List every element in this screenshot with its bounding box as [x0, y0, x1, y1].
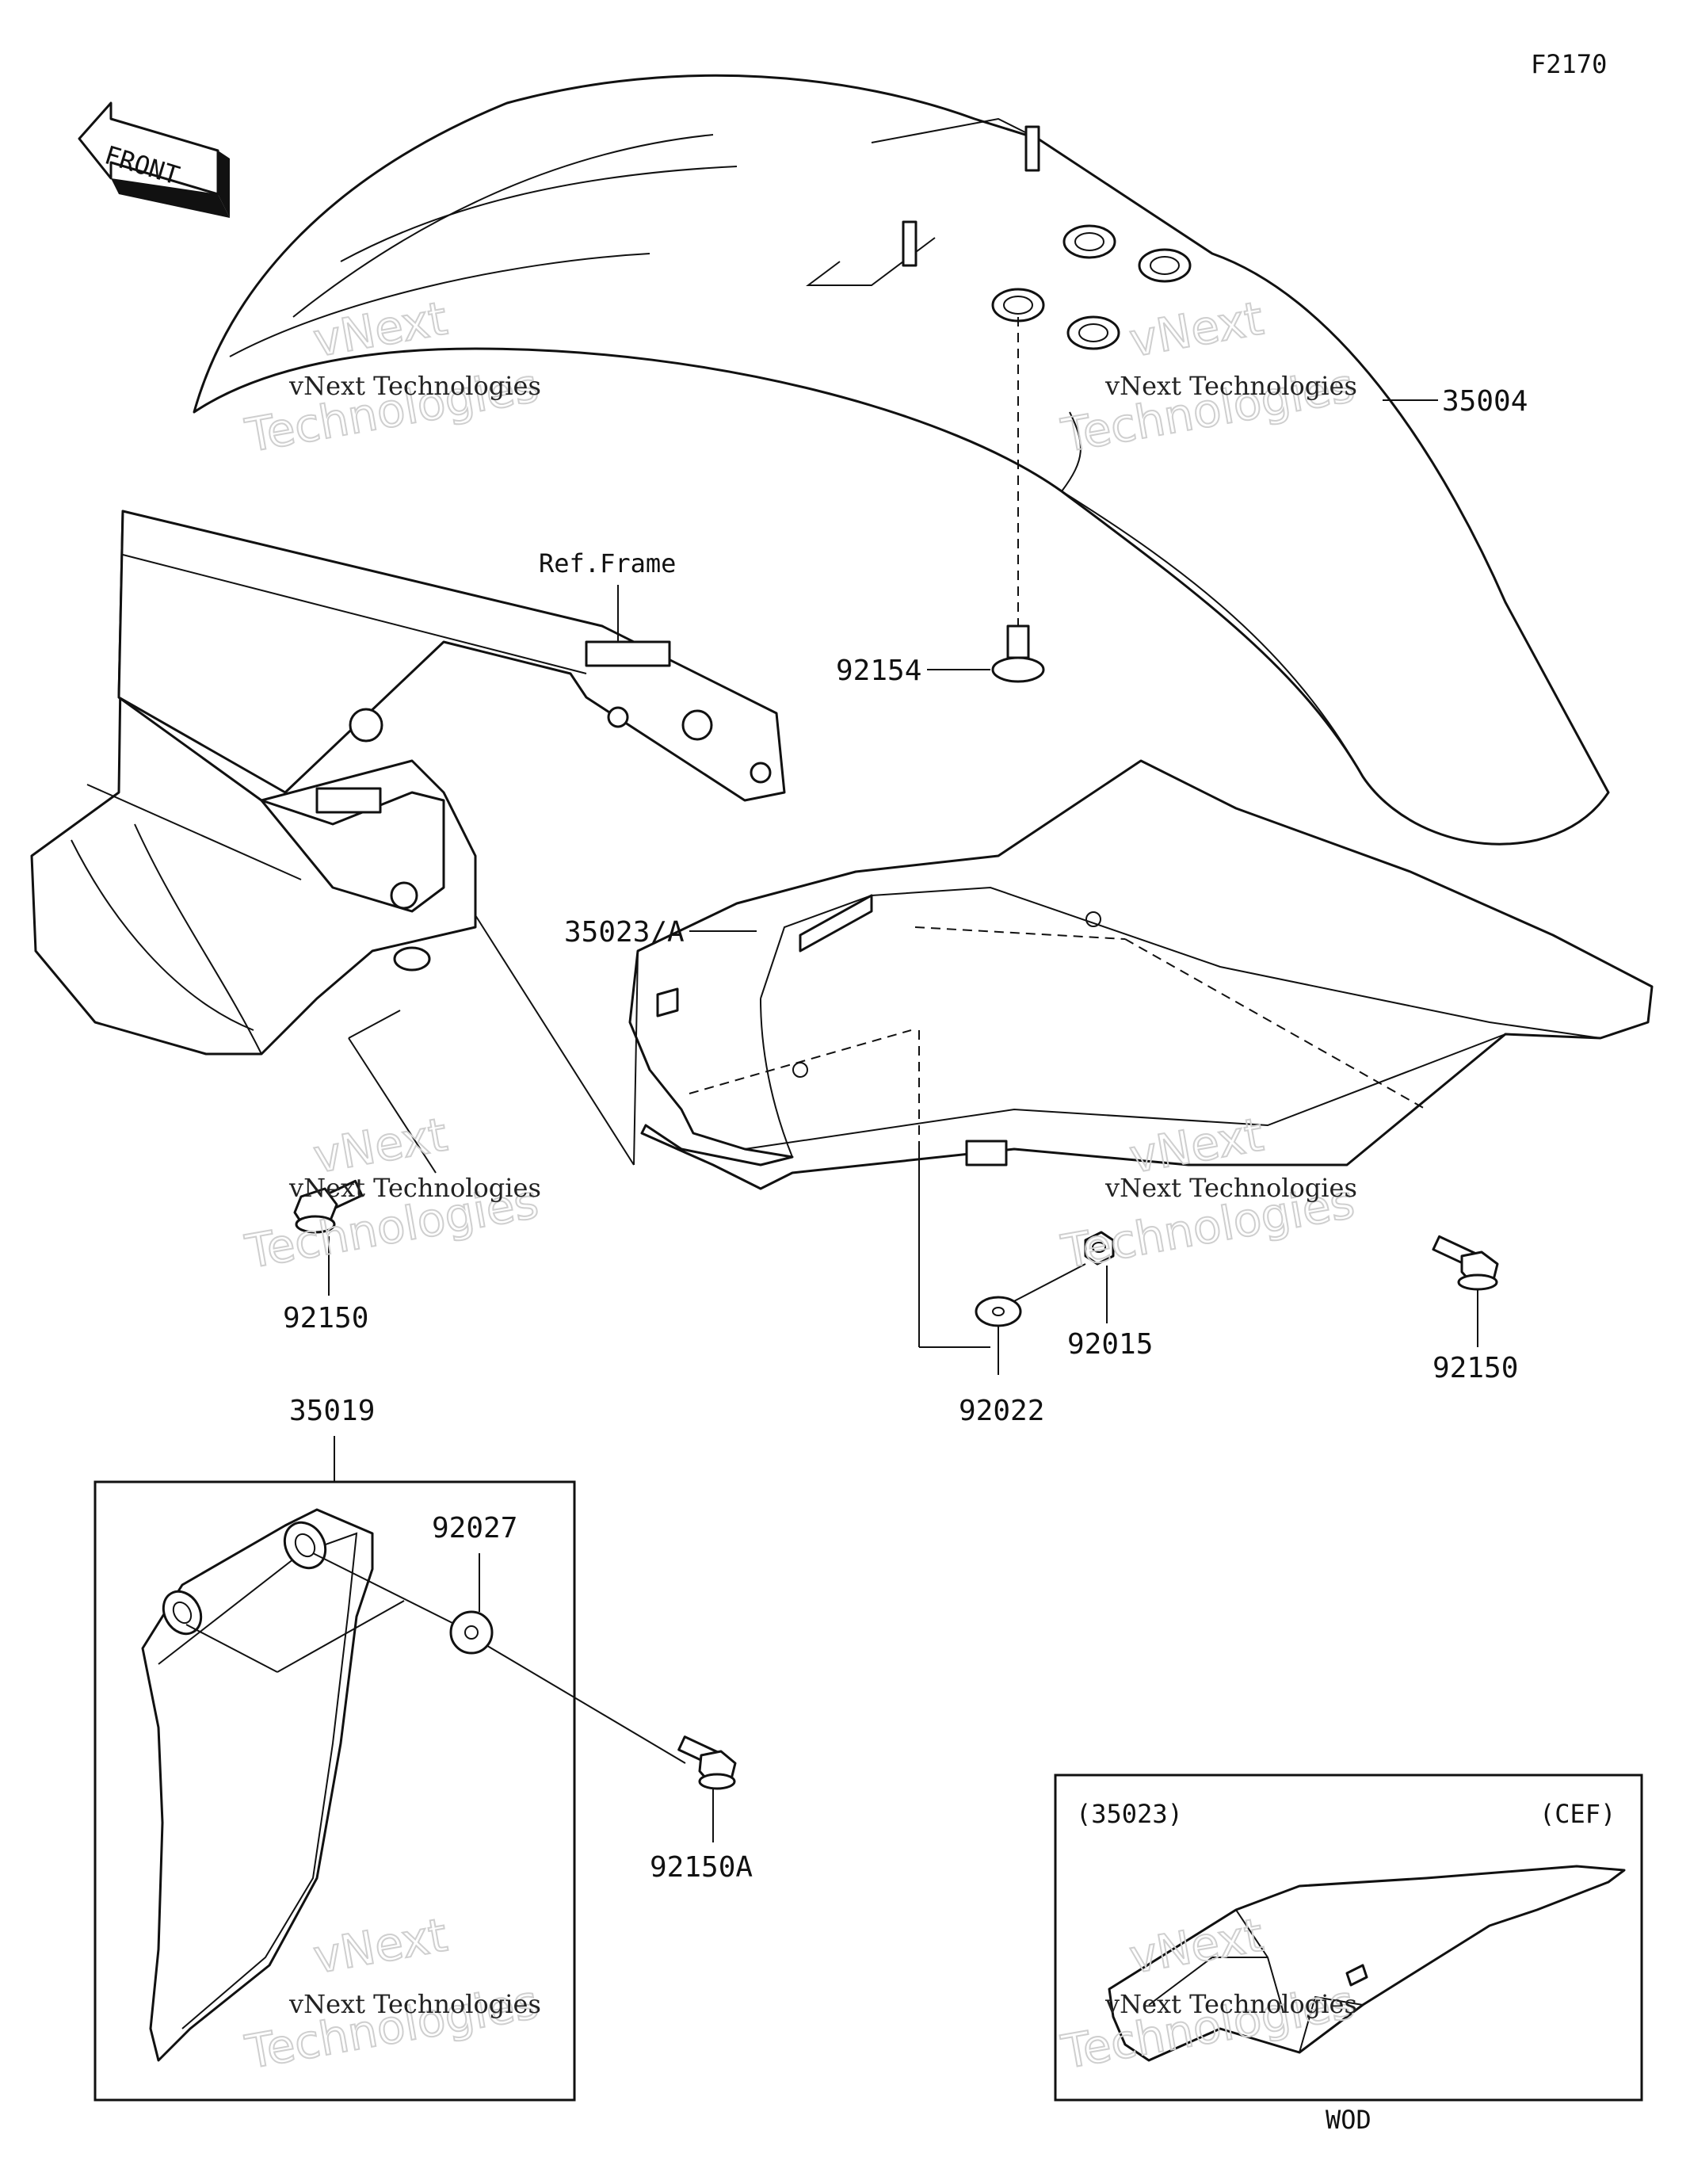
inset-left-label: (35023) [1076, 1799, 1183, 1829]
part-92150a-label: 92150A [650, 1851, 753, 1884]
part-92022-label: 92022 [959, 1395, 1044, 1427]
guide-flap-2 [277, 1600, 405, 1673]
svg-text:vNext Technologies: vNext Technologies [288, 1989, 541, 2019]
bolt-guide-right [914, 926, 1126, 940]
part-35019-label: 35019 [289, 1395, 375, 1427]
bolt-guide-right-2 [1124, 938, 1427, 1110]
mud-flap-35019 [141, 1508, 374, 2062]
front-fender [193, 74, 1610, 846]
svg-text:vNext: vNext [310, 1907, 452, 1984]
part-35004-label: 35004 [1442, 385, 1528, 418]
guide-flap-1 [185, 1624, 278, 1673]
watermark-3: Technologies vNext vNext Technologies [241, 1106, 544, 1280]
svg-text:vNext Technologies: vNext Technologies [288, 371, 541, 401]
bolt-guide-left [689, 1029, 912, 1094]
svg-text:vNext Technologies: vNext Technologies [1104, 1989, 1357, 2019]
part-92150-right-label: 92150 [1432, 1352, 1518, 1384]
part-92150-left-label: 92150 [283, 1302, 368, 1334]
inset-caption: WOD [1326, 2105, 1371, 2135]
svg-text:vNext Technologies: vNext Technologies [288, 1173, 541, 1203]
connector-line-1 [475, 914, 635, 1166]
bolt-92154-icon [991, 624, 1045, 683]
guide-flap-4 [471, 1636, 686, 1764]
bolt-guide-frame-2 [348, 1037, 437, 1174]
svg-text:vNext Technologies: vNext Technologies [1104, 1173, 1357, 1203]
bolt-guide-frame-1 [348, 1010, 401, 1039]
washer-92022-icon [975, 1296, 1022, 1327]
bolt-92150-right-icon [1432, 1235, 1499, 1291]
frame-reference [30, 510, 786, 1056]
inset-rear-fender [1108, 1865, 1626, 2062]
washer-92027-icon [449, 1610, 494, 1655]
nut-92015-icon [1084, 1231, 1115, 1266]
watermark-5: Technologies vNext vNext Technologies [241, 1907, 544, 2080]
inset-right-label: (CEF) [1539, 1799, 1616, 1829]
inset-box [1054, 1774, 1643, 2102]
front-arrow-icon: FRONT [78, 101, 230, 218]
svg-text:vNext Technologies: vNext Technologies [1104, 371, 1357, 401]
rear-fender [628, 759, 1654, 1190]
part-35019-box [93, 1480, 576, 2102]
bolt-92150-left-icon [293, 1179, 364, 1234]
connector-line-3 [633, 950, 639, 1166]
part-92154-label: 92154 [836, 655, 921, 687]
part-92027-label: 92027 [432, 1512, 517, 1544]
guide-flap-3 [312, 1552, 464, 1629]
part-35023a-label: 35023/A [564, 916, 685, 949]
figure-code: F2170 [1531, 49, 1607, 79]
bolt-92150a-icon [677, 1735, 737, 1790]
ref-frame-label: Ref.Frame [539, 548, 676, 578]
part-92015-label: 92015 [1067, 1328, 1153, 1361]
